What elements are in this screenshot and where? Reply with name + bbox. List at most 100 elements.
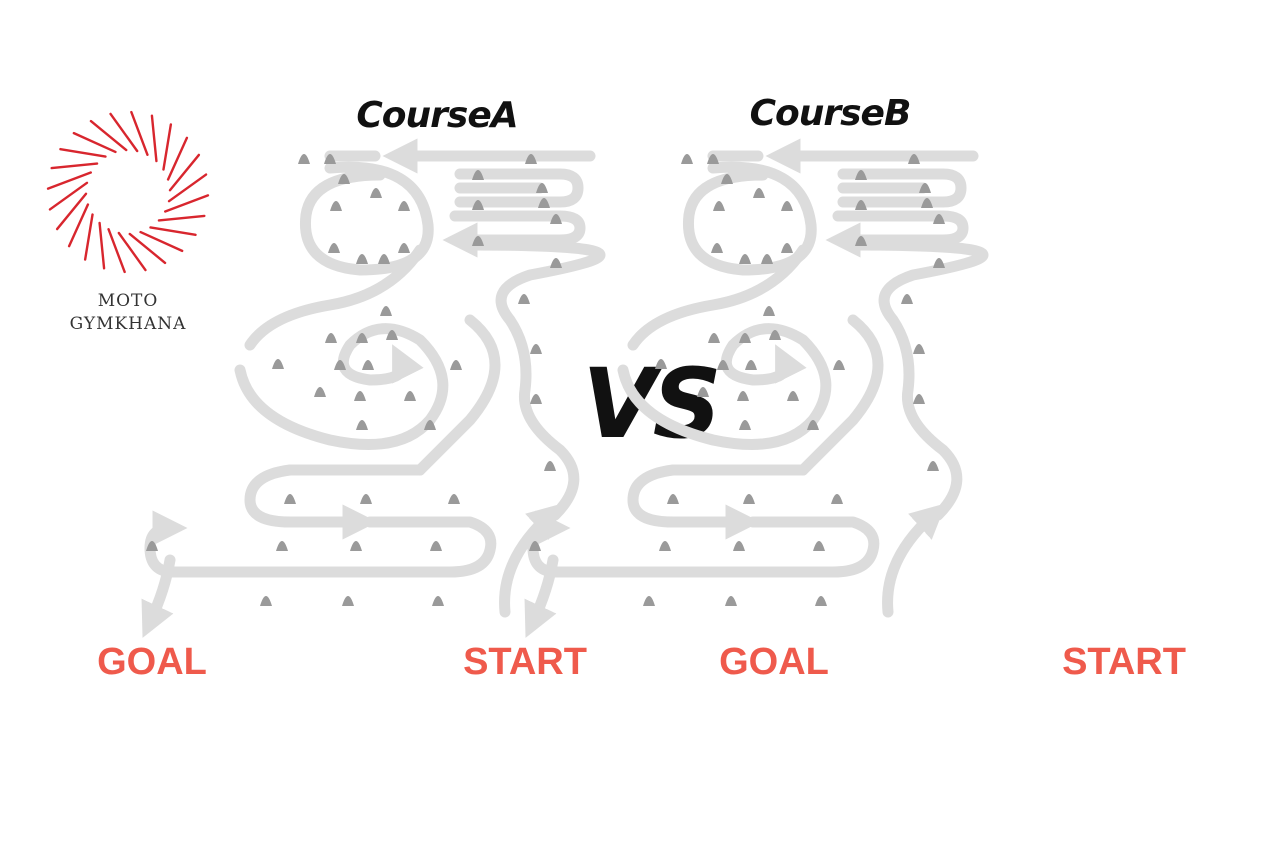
track-segment <box>882 503 947 618</box>
track-segment <box>144 510 497 578</box>
starburst-spoke <box>55 192 88 231</box>
track-segment <box>682 161 817 276</box>
cone-icon <box>146 541 158 551</box>
cone-icon <box>550 258 562 268</box>
cone-icon <box>529 541 541 551</box>
cone-icon <box>472 200 484 210</box>
cone-icon <box>298 154 310 164</box>
course-a-title: CourseA <box>356 95 517 136</box>
cone-icon <box>761 254 773 264</box>
track-segment <box>464 239 606 521</box>
track-segment <box>244 464 426 540</box>
starburst-spoke <box>164 194 210 213</box>
cone-icon <box>831 494 843 504</box>
track-segment <box>454 168 584 208</box>
cone-icon <box>432 596 444 606</box>
track-segment <box>837 168 967 208</box>
cone-icon <box>272 359 284 369</box>
cone-icon <box>753 188 765 198</box>
cone-icon <box>855 236 867 246</box>
cone-icon <box>813 541 825 551</box>
starburst-spoke <box>50 162 99 170</box>
cone-icon <box>404 391 416 401</box>
cone-icon <box>276 541 288 551</box>
track-segment <box>141 554 176 638</box>
cone-icon <box>855 170 867 180</box>
cone-icon <box>350 541 362 551</box>
course-a-start-label: START <box>463 641 587 683</box>
cone-icon <box>725 596 737 606</box>
cone-icon <box>739 333 751 343</box>
cone-icon <box>356 333 368 343</box>
cone-icon <box>933 258 945 268</box>
starburst-spoke <box>167 173 208 203</box>
cone-icon <box>807 420 819 430</box>
cone-icon <box>815 596 827 606</box>
cone-icon <box>338 174 350 184</box>
cone-icon <box>424 420 436 430</box>
track-segment <box>299 161 434 276</box>
cone-icon <box>739 420 751 430</box>
cone-icon <box>370 188 382 198</box>
cone-icon <box>737 391 749 401</box>
cone-icon <box>711 243 723 253</box>
cone-icon <box>708 333 720 343</box>
cone-icon <box>260 596 272 606</box>
cone-icon <box>450 360 462 370</box>
cone-icon <box>697 387 709 397</box>
starburst-spoke <box>128 232 167 265</box>
cone-icon <box>536 183 548 193</box>
cone-icon <box>745 360 757 370</box>
track-segment <box>414 314 501 476</box>
cone-icon <box>354 391 366 401</box>
cone-icon <box>378 254 390 264</box>
cone-icon <box>681 154 693 164</box>
cone-icon <box>717 360 729 370</box>
course-a-diagram: CourseA GOAL START <box>97 95 606 683</box>
cone-icon <box>325 333 337 343</box>
cone-icon <box>933 214 945 224</box>
cone-icon <box>655 359 667 369</box>
cone-icon <box>769 330 781 340</box>
cone-icon <box>781 201 793 211</box>
starburst-spoke <box>59 147 107 158</box>
course-b-track <box>524 138 989 638</box>
cone-icon <box>538 198 550 208</box>
cone-icon <box>284 494 296 504</box>
course-a-cones <box>146 154 562 606</box>
cone-icon <box>386 330 398 340</box>
cone-icon <box>430 541 442 551</box>
starburst-spoke <box>109 112 139 153</box>
cone-icon <box>448 494 460 504</box>
starburst-spoke <box>150 114 158 163</box>
track-segment <box>244 244 426 351</box>
vs-label: VS <box>582 348 717 460</box>
cone-icon <box>544 461 556 471</box>
course-b-goal-label: GOAL <box>719 641 829 683</box>
cone-icon <box>739 254 751 264</box>
cone-icon <box>472 236 484 246</box>
cone-icon <box>667 494 679 504</box>
cone-icon <box>721 174 733 184</box>
track-segment <box>617 323 832 450</box>
starburst-spoke <box>168 153 201 192</box>
course-b-title: CourseB <box>750 93 911 134</box>
course-b-cones <box>529 154 945 606</box>
starburst-spoke <box>130 110 149 156</box>
logo-line-moto: MOTO <box>98 291 159 311</box>
cone-icon <box>360 494 372 504</box>
cone-icon <box>550 214 562 224</box>
cone-icon <box>781 243 793 253</box>
cone-icon <box>530 394 542 404</box>
starburst-spoke <box>48 181 89 211</box>
cone-icon <box>913 394 925 404</box>
cone-icon <box>518 294 530 304</box>
track-segment <box>825 210 969 258</box>
starburst-spoke <box>157 214 206 222</box>
cone-icon <box>362 360 374 370</box>
track-segment <box>627 244 809 351</box>
track-segment <box>797 314 884 476</box>
cone-icon <box>921 198 933 208</box>
starburst-spoke <box>89 119 128 152</box>
